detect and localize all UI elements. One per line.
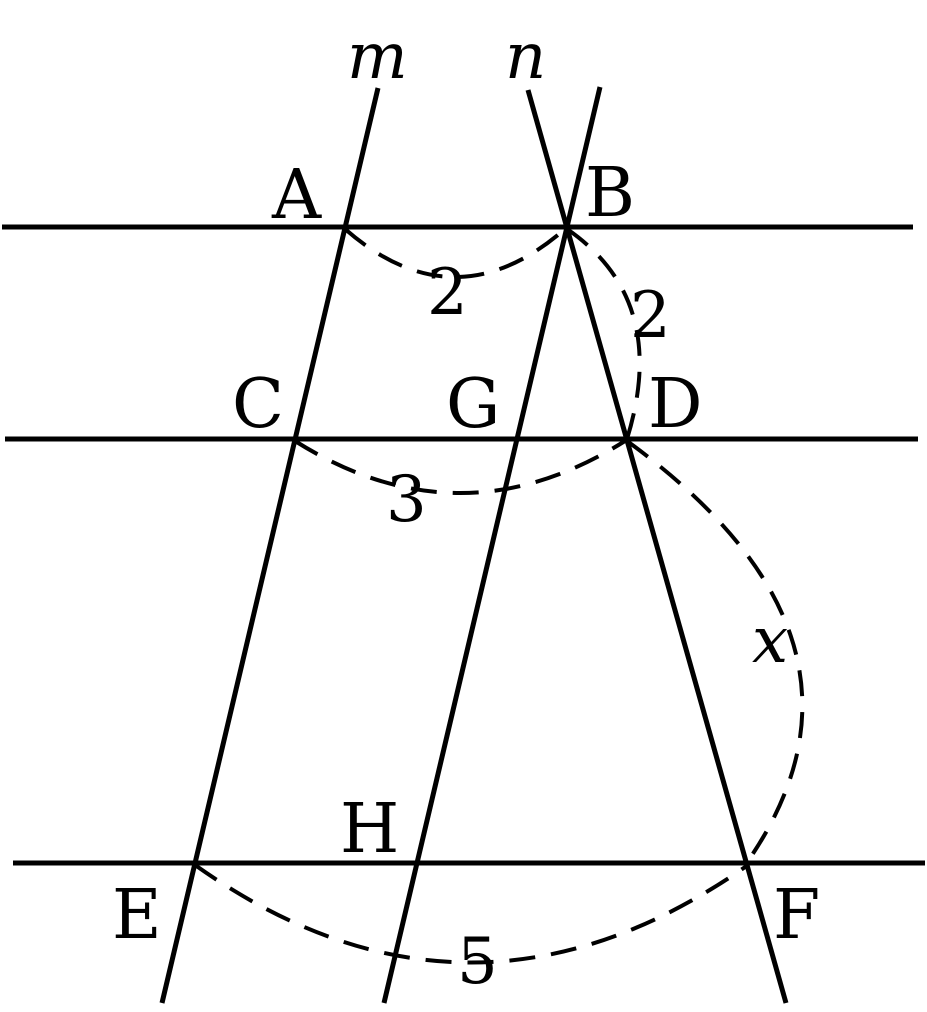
point-b-label: B <box>585 154 635 233</box>
arc-ab <box>343 227 567 279</box>
point-a-label: A <box>271 156 322 235</box>
measure-df-label: x <box>752 604 788 678</box>
point-e-label: E <box>112 876 162 955</box>
arc-cd <box>293 439 627 495</box>
measure-ef-label: 5 <box>457 925 498 999</box>
line-m <box>159 87 381 1004</box>
point-f-label: F <box>773 876 820 955</box>
measure-ab-label: 2 <box>427 256 468 330</box>
point-c-label: C <box>232 365 284 444</box>
measure-cd-label: 3 <box>386 463 427 537</box>
point-h-label: H <box>340 790 399 869</box>
arc-df <box>625 439 805 863</box>
point-g-label: G <box>446 365 500 444</box>
line-bgh <box>381 86 603 1004</box>
arc-ef <box>193 863 750 965</box>
point-d-label: D <box>648 365 703 444</box>
line-n-label: n <box>505 20 546 94</box>
line-n <box>525 89 789 1004</box>
measure-bd-label: 2 <box>630 279 671 353</box>
line-m-label: m <box>347 20 408 94</box>
